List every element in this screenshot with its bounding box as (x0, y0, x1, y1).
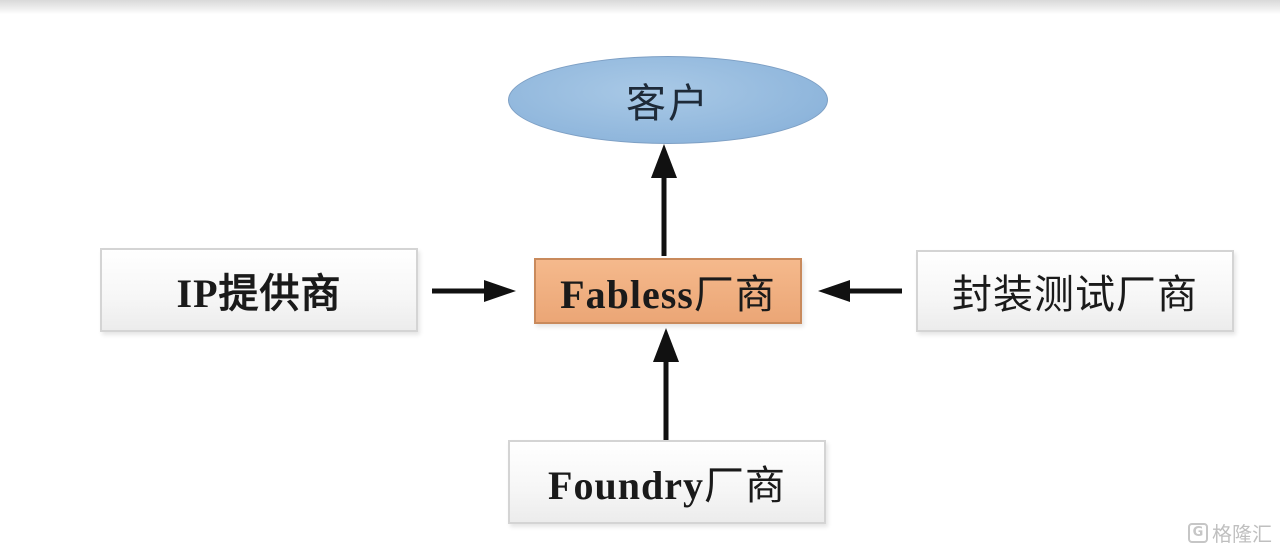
watermark-text: 格隆汇 (1212, 522, 1272, 546)
fabless-cjk: 厂商 (693, 272, 776, 317)
client-node: 客户 (508, 56, 828, 144)
arrow-packaging-to-fabless (818, 280, 902, 302)
fabless-latin: Fabless (560, 272, 694, 317)
ip-provider-node: IP提供商 (100, 248, 418, 332)
foundry-node: Foundry厂商 (508, 440, 826, 524)
watermark-logo-icon: G (1188, 522, 1208, 543)
fabless-node: Fabless厂商 (534, 258, 802, 324)
top-edge-strip (0, 0, 1280, 14)
packaging-testing-node: 封装测试厂商 (916, 250, 1234, 332)
watermark: G 格隆汇 (1188, 518, 1272, 547)
foundry-cjk: 厂商 (703, 463, 786, 508)
ip-provider-cjk: 提供商 (218, 271, 342, 316)
arrow-fabless-to-client (651, 144, 677, 256)
ip-provider-latin: IP (176, 271, 219, 316)
foundry-latin: Foundry (548, 463, 704, 508)
arrow-foundry-to-fabless (653, 328, 679, 440)
client-label: 客户 (626, 81, 710, 126)
arrow-ip-to-fabless (432, 280, 516, 302)
packaging-testing-label: 封装测试厂商 (952, 272, 1198, 317)
